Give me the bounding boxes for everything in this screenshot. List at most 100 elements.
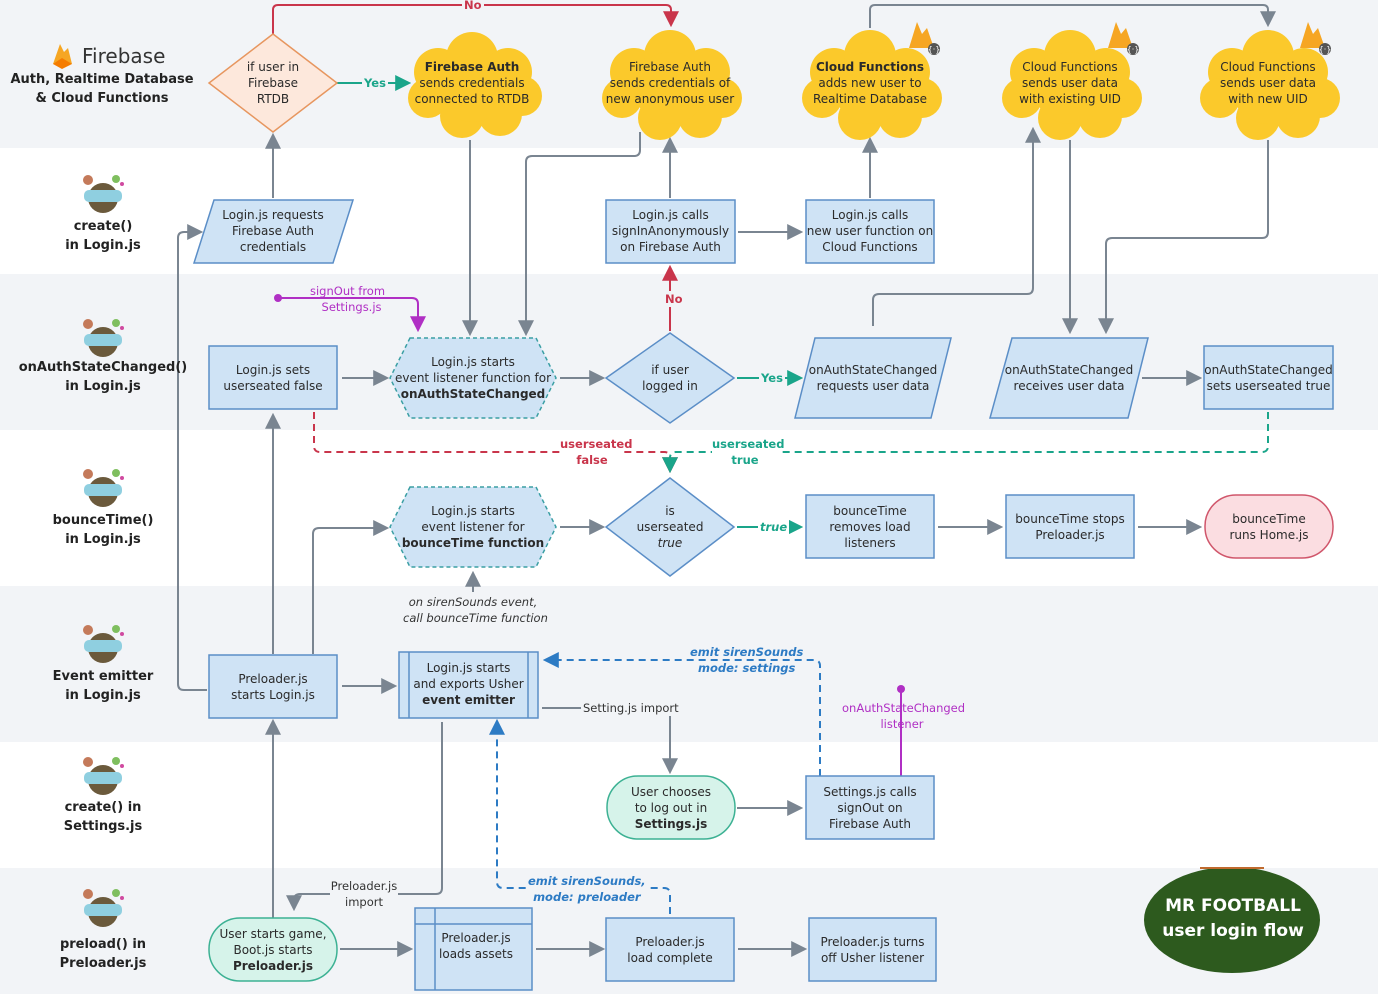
node-line: sends credentials of	[609, 76, 731, 90]
label-on-siren: on sirenSounds event, call bounceTime fu…	[403, 594, 548, 626]
node-line: Settings.js	[634, 817, 708, 831]
node-line: new user function on	[806, 224, 934, 238]
lane-label-bounce: bounceTime() in Login.js	[3, 511, 203, 549]
node-line: onAuthStateChanged	[808, 363, 938, 377]
process-oasc-sets-true	[1203, 345, 1334, 410]
process-settings-signout	[805, 775, 935, 840]
lane-label-line: Settings.js	[63, 819, 143, 834]
firebase-logo-icon	[53, 44, 72, 69]
lane-label-line: Preloader.js	[59, 956, 147, 971]
node-line: Firebase Auth	[629, 60, 711, 74]
node-line: onAuthStateChanged	[400, 387, 546, 401]
node-line: Preloader.js	[1035, 528, 1105, 542]
node-line: bounceTime stops	[1015, 512, 1125, 526]
node-line: signInAnonymously	[611, 224, 730, 238]
node-line: Cloud Functions	[822, 240, 918, 254]
lane-label-line: Event emitter	[52, 669, 154, 684]
io-login-requests	[192, 199, 355, 264]
node-line: Login.js starts	[431, 355, 515, 369]
node-line: User chooses	[631, 785, 711, 799]
node-line: Preloader.js	[635, 935, 705, 949]
decision-user-logged-in	[604, 332, 736, 424]
svg-text:{·}: {·}	[1319, 45, 1332, 54]
node-line: to log out in	[634, 801, 708, 815]
node-line: userseated false	[223, 379, 323, 393]
edge-userseated-false	[313, 412, 678, 474]
node-line: event listener function for	[394, 371, 552, 385]
node-line: if user	[651, 363, 689, 377]
edge-cf-loop	[869, 4, 1276, 28]
node-line: loads assets	[439, 947, 513, 961]
label-line: userseated	[712, 437, 785, 451]
node-line: User starts game,	[219, 927, 327, 941]
subroutine-exports-usher	[398, 651, 539, 719]
process-load-complete-text: Preloader.js load complete	[606, 934, 734, 966]
hex-listener-oasc	[389, 337, 557, 419]
node-line: connected to RTDB	[414, 92, 530, 106]
node-line: Firebase Auth	[232, 224, 314, 238]
edge-preloader-to-bounce	[312, 520, 390, 654]
firebase-subtitle-line: & Cloud Functions	[35, 91, 169, 106]
lane-label-settings: create() in Settings.js	[3, 798, 203, 836]
decision-user-in-rtdb	[207, 33, 339, 133]
phaser-logo-icon	[83, 175, 124, 213]
firebase-brand: Firebase	[82, 44, 166, 68]
label-line: userseated	[560, 437, 633, 451]
process-login-sets-false	[208, 345, 338, 410]
process-bounce-stops-text: bounceTime stops Preloader.js	[1006, 511, 1134, 543]
node-line: and exports Usher	[413, 677, 524, 691]
node-line: Preloader.js	[232, 959, 314, 973]
node-line: sets userseated true	[1206, 379, 1331, 393]
phaser-logo-icon	[83, 319, 124, 357]
node-line: with existing UID	[1019, 92, 1121, 106]
terminal-runs-home-text: bounceTime runs Home.js	[1205, 511, 1333, 543]
cloud-auth-connected-text: Firebase Auth sends credentials connecte…	[412, 59, 532, 107]
label-true: true	[758, 519, 790, 535]
label-emit-preloader: emit sirenSounds, mode: preloader	[526, 873, 648, 905]
terminal-user-chooses	[606, 775, 736, 840]
node-line: load complete	[627, 951, 713, 965]
label-line: Settings.js	[321, 300, 382, 314]
node-line: Login.js starts	[431, 504, 515, 518]
io-oasc-requests-text: onAuthStateChanged requests user data	[803, 362, 943, 394]
storage-loads-assets-text: Preloader.js loads assets	[437, 930, 515, 962]
cloud-auth-connected	[408, 32, 542, 138]
lane-label-line: bounceTime()	[52, 513, 154, 528]
hex-bounce-listener	[389, 486, 557, 568]
node-line: Boot.js starts	[233, 943, 313, 957]
lane-label-line: in Login.js	[65, 688, 141, 703]
lane-label-line: in Login.js	[65, 532, 141, 547]
decision-is-userseated-text: is userseated true	[620, 503, 720, 551]
lane-label-line: in Login.js	[65, 379, 141, 394]
lane-label-line: in Login.js	[65, 238, 141, 253]
node-line: starts Login.js	[231, 688, 315, 702]
node-line: Firebase	[247, 76, 299, 90]
phaser-logo-icon	[83, 469, 124, 507]
node-line: runs Home.js	[1229, 528, 1309, 542]
node-line: Cloud Functions	[1022, 60, 1118, 74]
lane-label-create: create() in Login.js	[3, 217, 203, 255]
node-line: event listener for	[421, 520, 525, 534]
label-preloader-import: Preloader.js import	[330, 878, 398, 910]
label-userseated-true: userseated true	[712, 436, 785, 468]
label-line: onAuthStateChanged	[842, 701, 966, 715]
process-bounce-removes	[805, 494, 935, 559]
firebase-subtitle: Auth, Realtime Database & Cloud Function…	[2, 70, 202, 108]
io-oasc-requests	[794, 337, 952, 419]
cloud-cf-adds-user	[802, 30, 942, 140]
node-line: event emitter	[422, 693, 515, 707]
node-line: Preloader.js	[238, 672, 308, 686]
terminal-runs-home	[1204, 494, 1334, 559]
node-line: with new UID	[1228, 92, 1308, 106]
lane-label-line: preload() in	[59, 937, 147, 952]
node-line: sends user data	[1220, 76, 1316, 90]
label-setting-import: Setting.js import	[581, 700, 681, 716]
process-login-calls-newuser-text: Login.js calls new user function on Clou…	[806, 207, 934, 255]
label-yes-mid: Yes	[759, 370, 785, 386]
edge-requests-to-existing	[872, 126, 1041, 326]
label-line: listener	[880, 717, 924, 731]
node-line: onAuthStateChanged	[1204, 363, 1333, 377]
node-line: Preloader.js turns	[820, 935, 925, 949]
firebase-functions-icon: {·}	[1108, 22, 1139, 55]
process-login-calls-anon	[605, 199, 736, 264]
